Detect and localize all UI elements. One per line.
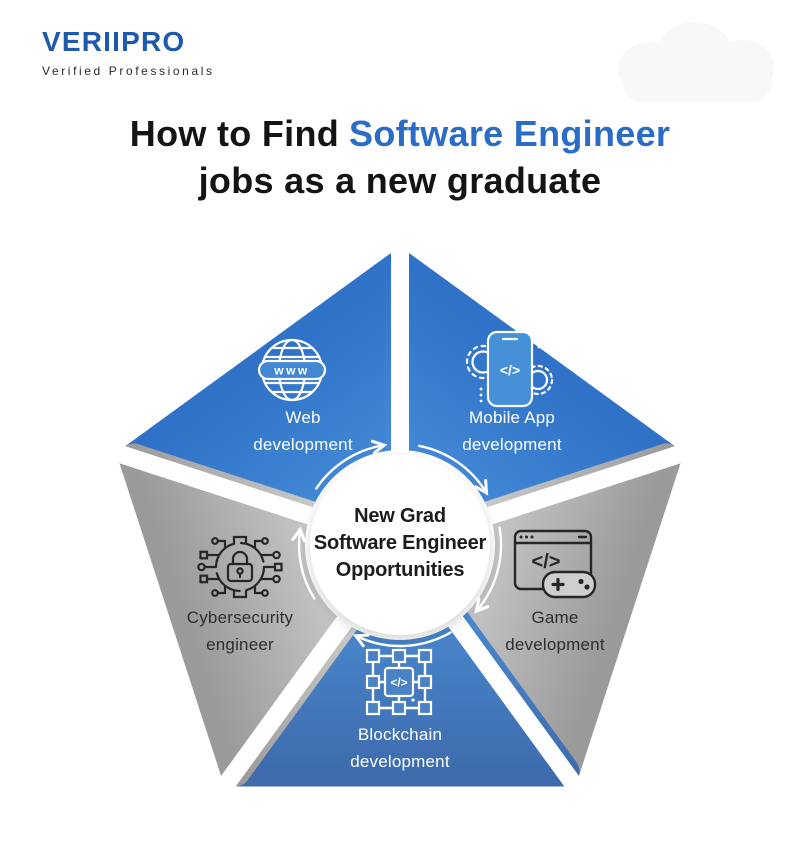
logo: VERIIPRO Verified Professionals xyxy=(42,26,215,78)
center-circle-text: New Grad Software Engineer Opportunities xyxy=(313,505,487,581)
globe-www-icon: www xyxy=(257,338,327,402)
title-line2: jobs as a new graduate xyxy=(198,160,602,201)
cloud-watermark xyxy=(612,16,792,108)
phone-code-gears-icon: </> xyxy=(465,330,554,408)
label-game-development: Game development xyxy=(505,608,605,654)
www-glyph: www xyxy=(273,364,310,378)
label-mobile-app-development: Mobile App development xyxy=(462,408,562,454)
label-blockchain-development: Blockchain development xyxy=(350,725,450,771)
logo-wordmark: VERIIPRO xyxy=(42,26,186,57)
padlock-circuit-icon xyxy=(197,535,283,599)
logo-tagline: Verified Professionals xyxy=(42,64,215,78)
label-web-development: Web development xyxy=(253,408,353,454)
arrow-left xyxy=(291,526,316,600)
arrow-top-left xyxy=(315,439,388,490)
arrow-right xyxy=(474,526,503,614)
clockwise-cycle-arrows xyxy=(291,439,503,648)
blockchain-network-icon: </> xyxy=(365,648,433,716)
arrow-top-right xyxy=(418,444,489,496)
code-glyph: </> xyxy=(500,362,520,378)
arrow-bottom xyxy=(352,631,452,648)
code-glyph: </> xyxy=(390,676,407,690)
browser-code-gamepad-icon: </> xyxy=(513,529,597,599)
center-circle xyxy=(310,455,490,635)
title-line1-black: How to Find xyxy=(129,113,340,154)
code-glyph: </> xyxy=(532,551,561,573)
pentagon-diagram: www </> xyxy=(73,230,727,826)
label-cybersecurity-engineer: Cybersecurity engineer xyxy=(186,608,294,654)
title-line1-blue: Software Engineer xyxy=(349,113,671,154)
